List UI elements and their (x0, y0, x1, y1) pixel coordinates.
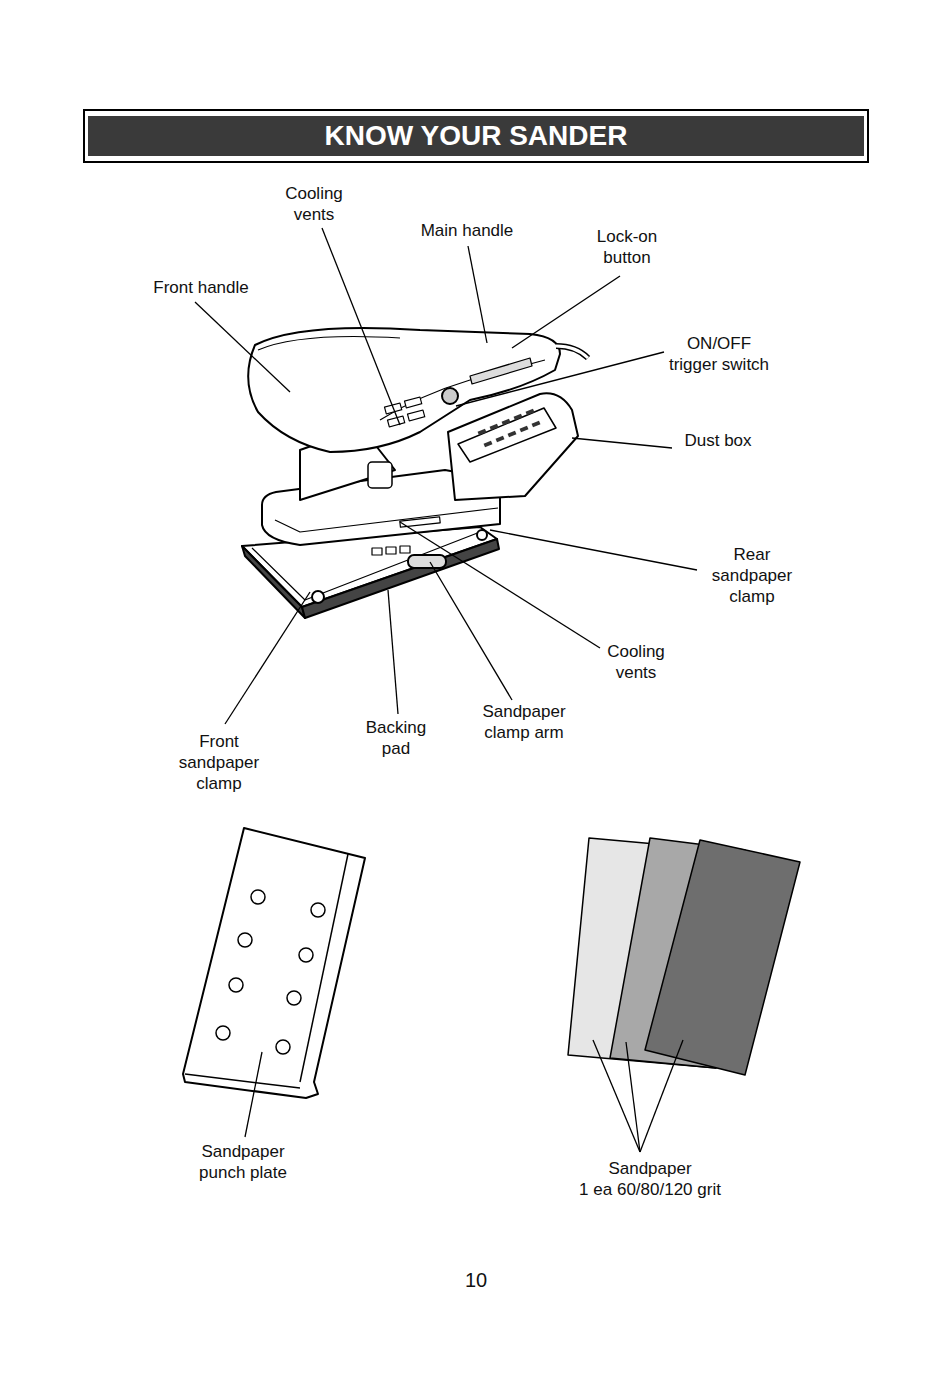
page-title: KNOW YOUR SANDER (87, 116, 865, 156)
part-label: Sandpaper punch plate (199, 1141, 287, 1183)
part-label: Dust box (684, 430, 751, 451)
part-label: Front handle (153, 277, 248, 298)
punch-plate (183, 828, 365, 1098)
part-label: Rear sandpaper clamp (712, 544, 792, 607)
sandpaper-sheets (568, 838, 800, 1075)
part-label: Backing pad (366, 717, 426, 759)
part-label: Cooling vents (285, 183, 343, 225)
leader-lines (195, 228, 697, 1152)
part-label: Main handle (421, 220, 514, 241)
part-label: Sandpaper 1 ea 60/80/120 grit (579, 1158, 721, 1200)
part-label: Cooling vents (607, 641, 665, 683)
part-label: ON/OFF trigger switch (669, 333, 769, 375)
part-label: Lock-on button (597, 226, 657, 268)
page-number: 10 (465, 1270, 487, 1291)
part-label: Front sandpaper clamp (179, 731, 259, 794)
sander-body (242, 328, 588, 618)
part-label: Sandpaper clamp arm (482, 701, 565, 743)
title-frame (84, 110, 868, 162)
title-band (88, 116, 864, 156)
